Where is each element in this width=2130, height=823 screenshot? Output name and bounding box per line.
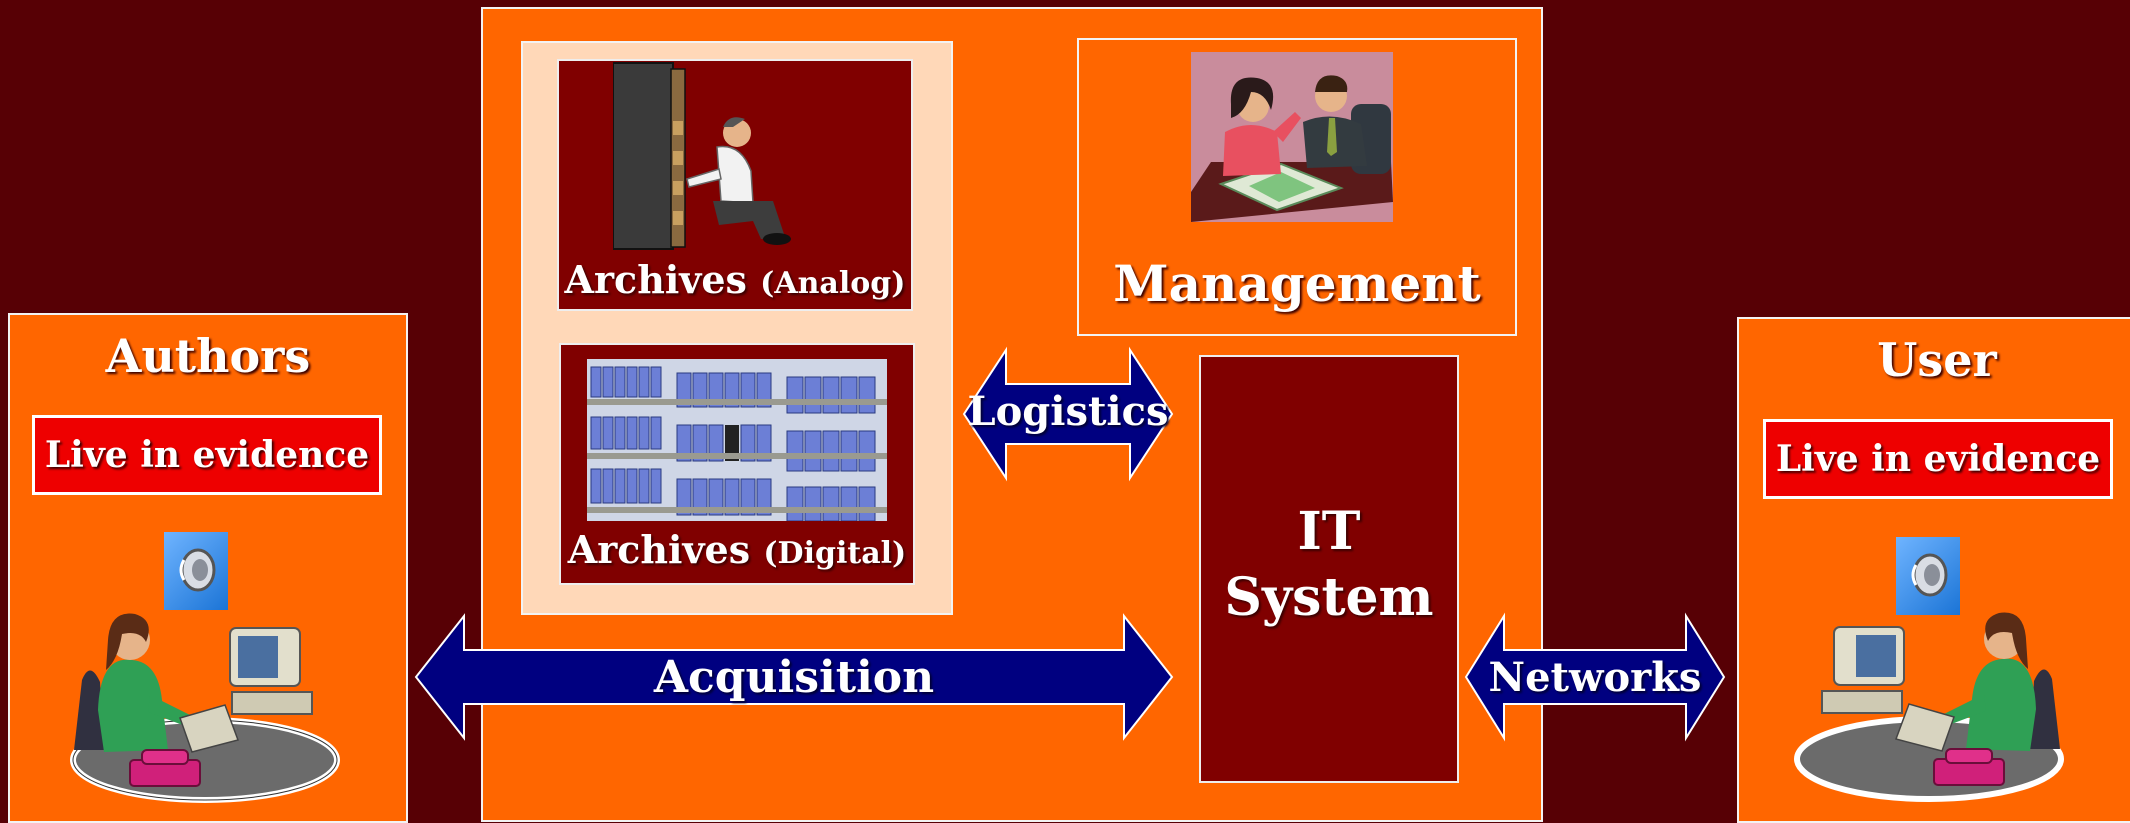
archives-analog-qualifier: (Analog)	[760, 266, 906, 301]
organization-panel: Archives (Analog)	[481, 7, 1543, 822]
person-at-computer-icon	[1789, 599, 2074, 804]
archives-frame: Archives (Analog)	[521, 41, 953, 615]
authors-panel: Authors Live in evidence	[8, 313, 408, 823]
acquisition-double-arrow	[414, 613, 1174, 741]
archivist-cabinet-icon	[612, 61, 813, 251]
speaker-icon	[164, 532, 228, 610]
archives-analog-label: Archives (Analog)	[559, 257, 911, 302]
it-system-line2: System	[1224, 567, 1434, 628]
it-system-line1: IT	[1297, 501, 1361, 562]
person-at-computer-icon	[60, 600, 345, 805]
authors-title: Authors	[105, 329, 311, 383]
acquisition-label: Acquisition	[653, 652, 935, 703]
meeting-people-icon	[1191, 52, 1393, 222]
authors-live-in-evidence-badge: Live in evidence	[32, 415, 382, 495]
archives-digital-label: Archives (Digital)	[561, 527, 913, 572]
management-title: Management	[1113, 254, 1481, 313]
digital-shelves-icon	[587, 359, 887, 521]
user-live-in-evidence-badge: Live in evidence	[1763, 419, 2113, 499]
networks-double-arrow	[1464, 612, 1726, 742]
archives-analog-title: Archives	[564, 257, 747, 302]
archives-digital-title: Archives	[567, 527, 751, 572]
speaker-icon	[1896, 537, 1960, 615]
archives-analog-box: Archives (Analog)	[557, 59, 913, 311]
user-title: User	[1877, 333, 1997, 387]
archives-digital-qualifier: (Digital)	[763, 536, 907, 571]
it-system-box: IT System	[1199, 355, 1459, 783]
logistics-label: Logistics	[967, 388, 1169, 435]
user-panel: User Live in evidence	[1737, 317, 2130, 823]
archives-digital-box: Archives (Digital)	[559, 343, 915, 585]
logistics-double-arrow	[962, 346, 1174, 482]
networks-label: Networks	[1488, 654, 1702, 701]
management-box: Management	[1077, 38, 1517, 336]
